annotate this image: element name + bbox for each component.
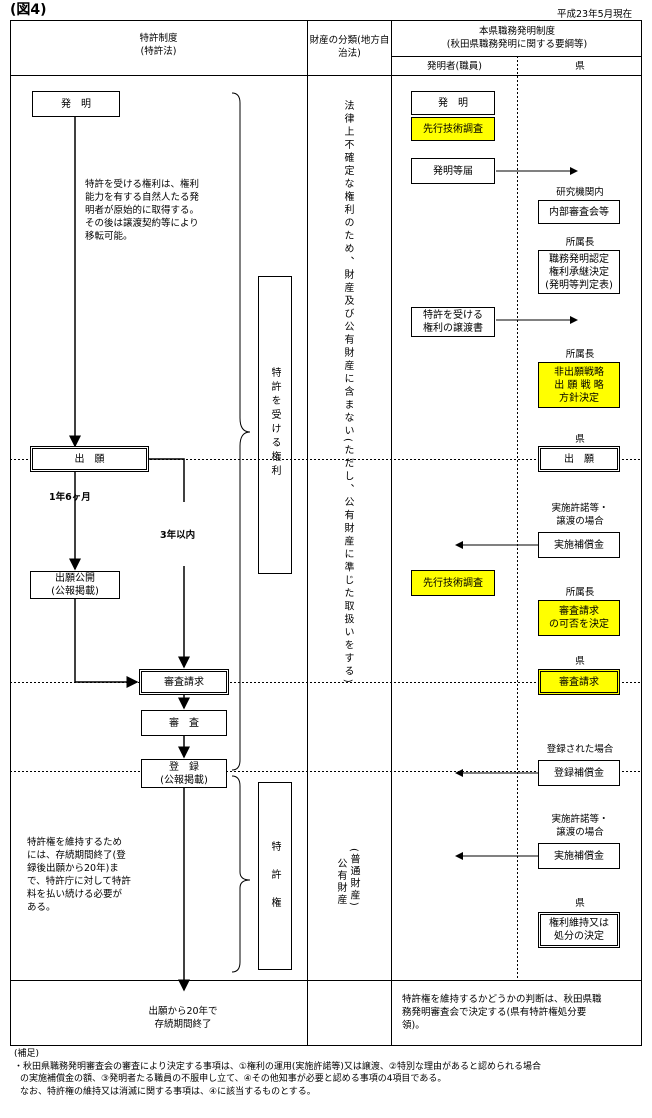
supplement-line: ・秋田県職務発明審査会の審査により決定する事項は、①権利の運用(実施許諾等)又は… — [14, 1061, 541, 1072]
compensation-box-2: 実施補償金 — [538, 843, 620, 869]
bottom-note-line: 務発明審査会で決定する(県有特許権処分要 — [402, 1007, 587, 1018]
registration-line: (公報掲載) — [160, 774, 208, 786]
determination-line: 権利承継決定 — [549, 266, 609, 278]
strategy-line: 方針決定 — [559, 392, 599, 404]
transfer-document-box: 特許を受ける 権利の譲渡書 — [411, 307, 495, 337]
prior-art-search-box-1: 先行技術調査 — [411, 117, 495, 141]
bottom-note-line: 特許権を維持するかどうかの判断は、秋田県職 — [402, 994, 602, 1005]
bottom-note: 特許権を維持するかどうかの判断は、秋田県職 務発明審査会で決定する(県有特許権処… — [402, 993, 602, 1032]
strategy-line: 出 願 戦 略 — [554, 379, 604, 391]
prefecture-label-2: 県 — [575, 656, 585, 667]
header-prefecture-line1: 本県職務発明制度 — [478, 26, 555, 37]
determination-line: (発明等判定表) — [545, 279, 613, 291]
compensation-box-1: 実施補償金 — [538, 532, 620, 558]
label-18-months: 1年6ヶ月 — [49, 492, 91, 503]
ordinary-property: (普通財産) — [348, 848, 359, 908]
expire-line: 出願から20年で — [148, 1006, 218, 1017]
figure-title: (図4) — [10, 2, 47, 18]
publication-line: 出願公開 — [55, 573, 95, 584]
header-patent-system-line2: (特許法) — [140, 46, 177, 57]
strategy-line: 非出願戦略 — [554, 366, 604, 378]
application-right-box: 出 願 — [538, 446, 620, 472]
maintain-decision-box: 権利維持又は 処分の決定 — [538, 912, 620, 948]
header-patent-system-line1: 特許制度 — [139, 33, 178, 44]
note-right-acquisition: 特許を受ける権利は、権利 能力を有する自然人たる発 明者が原始的に取得する。 そ… — [85, 178, 199, 243]
examination-box: 審 査 — [141, 710, 227, 736]
supplement-line: の実施補償金の額、③発明者たる職員の不服申し立て、④その他知事が必要と認める事項… — [20, 1074, 447, 1084]
invention-box: 発 明 — [32, 91, 120, 117]
maintain-line: 権利維持又は — [549, 918, 609, 929]
licensing-label-1: 実施許諾等・ 譲渡の場合 — [518, 502, 642, 528]
supplement-line: なお、特許権の維持又は消滅に関する事項は、④に該当するものとする。 — [20, 1086, 316, 1097]
lab-label: 研究機関内 — [556, 187, 604, 198]
label-3-years: 3年以内 — [160, 530, 196, 541]
licensing-label-2: 実施許諾等・ 譲渡の場合 — [518, 813, 642, 839]
note2-line: 特許権を維持するため — [27, 837, 123, 848]
property-note: 法律上不確定な権利のため、財産及び公有財産に含まない(ただし、公有財産に準じた取… — [342, 100, 353, 686]
exam-decision-line: 審査請求 — [559, 606, 599, 617]
header-prefecture-system: 本県職務発明制度 (秋田県職務発明に関する要綱等) — [392, 25, 642, 51]
transfer-doc-line: 特許を受ける — [423, 310, 483, 321]
supplement: (補足) ・秋田県職務発明審査会の審査により決定する事項は、①権利の運用(実施許… — [14, 1048, 541, 1098]
registered-case-label: 登録された場合 — [546, 744, 614, 755]
licensing1-line: 譲渡の場合 — [556, 516, 604, 527]
note1-line: 特許を受ける権利は、権利 — [85, 179, 200, 190]
transfer-doc-line: 権利の譲渡書 — [423, 323, 483, 334]
exam-request-right-box: 審査請求 — [538, 669, 620, 695]
exam-request-box: 審査請求 — [139, 669, 229, 695]
prior-art-search-box-2: 先行技術調査 — [411, 570, 495, 596]
publication-box: 出願公開 (公報掲載) — [30, 571, 120, 599]
note2-line: には、存続期間終了(登 — [27, 850, 126, 861]
patent-right-label: 特 許 権 — [269, 841, 280, 911]
registration-compensation-box: 登録補償金 — [538, 760, 620, 786]
registration-line: 登 録 — [169, 761, 199, 773]
publication-line: (公報掲載) — [51, 586, 99, 597]
patent-right-frame: 特 許 権 — [258, 782, 292, 970]
right-to-patent-label: 特許を受ける権利 — [269, 367, 280, 479]
note1-line: 明者が原始的に取得する。 — [85, 205, 200, 216]
exam-decision-line: の可否を決定 — [549, 619, 609, 630]
bottom-note-line: 領)。 — [402, 1020, 425, 1031]
note1-line: 移転可能。 — [85, 231, 133, 242]
maintain-line: 処分の決定 — [554, 931, 604, 942]
header-patent-system: 特許制度 (特許法) — [10, 32, 307, 58]
note1-line: 能力を有する自然人たる発 — [85, 192, 200, 203]
licensing2-line: 譲渡の場合 — [556, 827, 604, 838]
registration-box: 登 録 (公報掲載) — [141, 759, 227, 788]
note2-line: 料を払い続ける必要が — [27, 889, 123, 900]
strategy-box: 非出願戦略 出 願 戦 略 方針決定 — [538, 362, 620, 408]
director-label-2: 所属長 — [565, 349, 595, 360]
header-property-class: 財産の分類(地方自治法) — [309, 35, 390, 59]
note-maintain-patent: 特許権を維持するため には、存続期間終了(登 録後出願から20年)ま で、特許庁… — [27, 836, 131, 914]
header-prefecture: 県 — [575, 61, 585, 72]
notice-box: 発明等届 — [411, 158, 495, 184]
licensing2-line: 実施許諾等・ — [551, 814, 609, 825]
header-prefecture-line2: (秋田県職務発明に関する要綱等) — [446, 39, 588, 50]
note2-line: ある。 — [27, 902, 56, 913]
application-box: 出 願 — [30, 446, 149, 472]
supplement-heading: (補足) — [14, 1049, 40, 1059]
note2-line: 録後出願から20年)ま — [27, 863, 119, 874]
determination-box: 職務発明認定 権利承継決定 (発明等判定表) — [538, 250, 620, 294]
note1-line: その後は譲渡契約等により — [85, 218, 199, 229]
prefecture-label-1: 県 — [575, 434, 585, 445]
director-label-1: 所属長 — [565, 237, 595, 248]
prefecture-label-3: 県 — [575, 898, 585, 909]
licensing1-line: 実施許諾等・ — [551, 503, 609, 514]
director-label-3: 所属長 — [565, 587, 595, 598]
exam-decision-box: 審査請求 の可否を決定 — [538, 600, 620, 636]
invention-right-box: 発 明 — [411, 91, 495, 115]
expire-line: 存続期間終了 — [154, 1019, 212, 1030]
determination-line: 職務発明認定 — [549, 253, 609, 265]
right-to-patent-frame: 特許を受ける権利 — [258, 276, 292, 574]
note2-line: で、特許庁に対して特許 — [27, 876, 131, 887]
public-property: 公有財産 — [335, 858, 346, 906]
as-of-date: 平成23年5月現在 — [557, 9, 633, 20]
internal-review-box: 内部審査会等 — [538, 200, 620, 224]
expire-text: 出願から20年で 存続期間終了 — [128, 1005, 238, 1031]
header-inventor: 発明者(職員) — [427, 61, 482, 72]
